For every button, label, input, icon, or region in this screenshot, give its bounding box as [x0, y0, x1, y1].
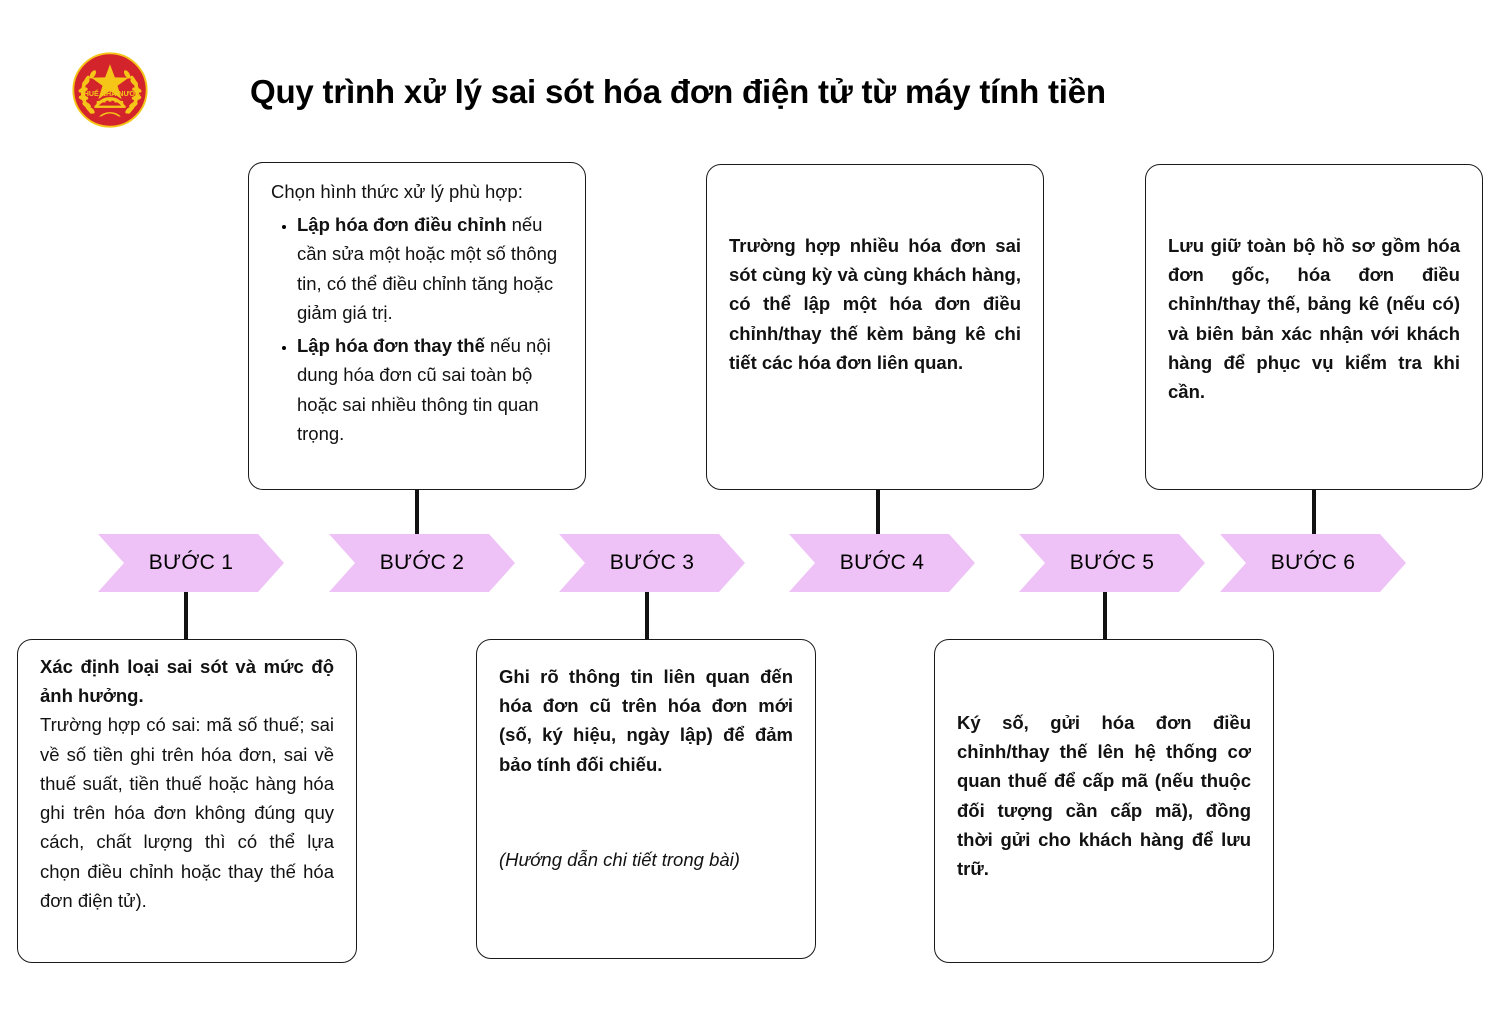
- step-2-bullet-2-rest: nếu nội dung hóa đơn cũ sai toàn bộ hoặc…: [297, 335, 551, 444]
- step-2-bullet-1-bold: Lập hóa đơn điều chỉnh: [297, 214, 507, 236]
- step-5-label: BƯỚC 5: [1069, 551, 1155, 574]
- step-3-label: BƯỚC 3: [609, 551, 695, 574]
- step-2-bullet-list: Lập hóa đơn điều chỉnh nếu cần sửa một h…: [271, 210, 563, 448]
- step-1-card: Xác định loại sai sót và mức độ ảnh hưởn…: [17, 639, 357, 963]
- connector-step-5: [1103, 592, 1107, 640]
- step-5-card: Ký số, gửi hóa đơn điều chỉnh/thay thế l…: [934, 639, 1274, 963]
- step-5-text: Ký số, gửi hóa đơn điều chỉnh/thay thế l…: [957, 712, 1251, 880]
- page-title: Quy trình xử lý sai sót hóa đơn điện tử …: [250, 73, 1106, 110]
- step-4-card: Trường hợp nhiều hóa đơn sai sót cùng kỳ…: [706, 164, 1044, 490]
- step-1-paragraph: Trường hợp có sai: mã số thuế; sai về số…: [40, 714, 334, 911]
- step-6-label: BƯỚC 6: [1270, 551, 1356, 574]
- step-3-chevron[interactable]: BƯỚC 3: [559, 534, 745, 592]
- step-6-chevron[interactable]: BƯỚC 6: [1220, 534, 1406, 592]
- step-4-chevron[interactable]: BƯỚC 4: [789, 534, 975, 592]
- step-6-text: Lưu giữ toàn bộ hồ sơ gồm hóa đơn gốc, h…: [1168, 235, 1460, 403]
- step-3-card: Ghi rõ thông tin liên quan đến hóa đơn c…: [476, 639, 816, 959]
- step-2-bullet-1-rest: nếu cần sửa một hoặc một số thông tin, c…: [297, 214, 558, 323]
- step-2-bullet-2-bold: Lập hóa đơn thay thế: [297, 335, 485, 357]
- step-1-lead: Xác định loại sai sót và mức độ ảnh hưởn…: [40, 656, 334, 707]
- step-3-note: (Hướng dẫn chi tiết trong bài): [499, 849, 740, 870]
- connector-step-6: [1312, 490, 1316, 536]
- connector-step-4: [876, 490, 880, 536]
- step-5-chevron[interactable]: BƯỚC 5: [1019, 534, 1205, 592]
- step-2-bullet-1: Lập hóa đơn điều chỉnh nếu cần sửa một h…: [297, 210, 563, 327]
- step-6-card: Lưu giữ toàn bộ hồ sơ gồm hóa đơn gốc, h…: [1145, 164, 1483, 490]
- connector-step-1: [184, 592, 188, 640]
- connector-step-3: [645, 592, 649, 640]
- vietnam-state-tax-emblem-logo: THUẾ NHÀ NƯỚC: [71, 51, 149, 129]
- step-2-chevron[interactable]: BƯỚC 2: [329, 534, 515, 592]
- step-2-label: BƯỚC 2: [379, 551, 465, 574]
- step-4-text: Trường hợp nhiều hóa đơn sai sót cùng kỳ…: [729, 235, 1021, 373]
- step-2-card: Chọn hình thức xử lý phù hợp: Lập hóa đơ…: [248, 162, 586, 490]
- step-2-bullet-2: Lập hóa đơn thay thế nếu nội dung hóa đơ…: [297, 331, 563, 448]
- step-1-label: BƯỚC 1: [148, 551, 234, 574]
- step-1-chevron[interactable]: BƯỚC 1: [98, 534, 284, 592]
- connector-step-2: [415, 490, 419, 536]
- logo-emblem-text: THUẾ NHÀ NƯỚC: [79, 88, 140, 98]
- step-4-label: BƯỚC 4: [839, 551, 925, 574]
- step-3-text: Ghi rõ thông tin liên quan đến hóa đơn c…: [499, 666, 793, 775]
- step-2-intro: Chọn hình thức xử lý phù hợp:: [271, 181, 523, 202]
